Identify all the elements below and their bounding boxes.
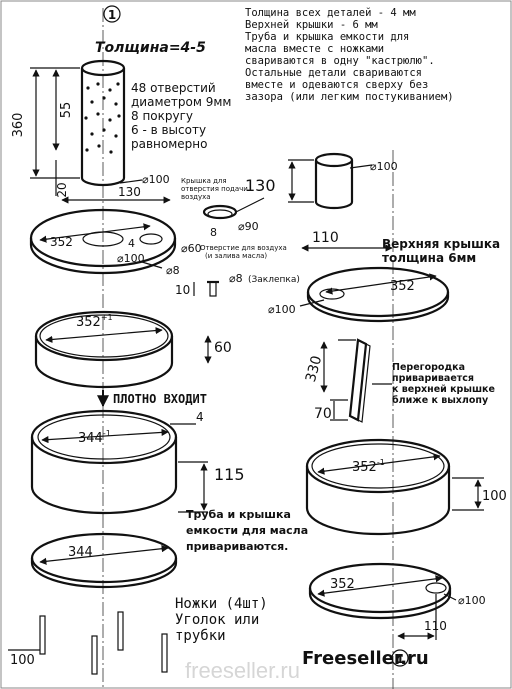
svg-text:Ножки (4шт): Ножки (4шт) bbox=[175, 596, 268, 612]
weld-note: Труба и крышка емкости для масла привари… bbox=[186, 508, 308, 553]
note-line: Остальные детали свариваются bbox=[245, 67, 422, 79]
oil-bottom-plate bbox=[30, 532, 178, 589]
fit-label: ПЛОТНО ВХОДИТ bbox=[113, 392, 207, 406]
top-cover bbox=[306, 266, 450, 323]
note-line: Труба и крышка емкости для bbox=[245, 31, 409, 43]
top-plate-offset-dim: 130 bbox=[118, 185, 141, 199]
partition-height-dim: 70 bbox=[314, 406, 332, 422]
oil-tank-diameter-dim: 344-1 bbox=[78, 429, 111, 446]
chimney-diameter-dim: ⌀100 bbox=[370, 160, 398, 173]
partition-note: Перегородка приваривается к верхней крыш… bbox=[392, 362, 495, 406]
lower-plate-hole-dim: ⌀100 bbox=[458, 594, 486, 607]
note-line: свариваются в одну "кастрюлю". bbox=[245, 55, 435, 67]
svg-text:6 - в высоту: 6 - в высоту bbox=[131, 123, 206, 137]
svg-text:трубки: трубки bbox=[175, 628, 226, 644]
oil-tank-wall-dim: 4 bbox=[196, 410, 204, 424]
lower-plate-offset-dim: 110 bbox=[424, 619, 447, 633]
partition-plate bbox=[348, 338, 371, 423]
chimney-pipe bbox=[314, 152, 354, 210]
tube-bottom-offset-dim: 20 bbox=[55, 182, 69, 197]
tube-height-dim: 360 bbox=[11, 113, 26, 138]
oil-bottom-diameter-dim: 344 bbox=[68, 545, 93, 560]
rivet-label: (Заклепка) bbox=[248, 275, 300, 285]
upper-ring-height-dim: 60 bbox=[214, 340, 232, 356]
note-line: зазора (или легким постукиванием) bbox=[245, 91, 454, 103]
watermark: freeseller.ru bbox=[185, 658, 300, 683]
lower-plate-diameter-dim: 352 bbox=[330, 577, 355, 592]
svg-text:емкости для масла: емкости для масла bbox=[186, 524, 308, 537]
svg-text:Перегородка: Перегородка bbox=[392, 362, 465, 373]
note-line: масла вместе с ножками bbox=[245, 43, 384, 55]
air-cap-diameter-dim: ⌀90 bbox=[238, 220, 259, 233]
oil-tank-height-dim: 115 bbox=[214, 465, 245, 484]
note-line: Верхней крышки - 6 мм bbox=[245, 19, 378, 31]
svg-text:к верхней крышке: к верхней крышке bbox=[392, 384, 495, 395]
air-cap-offset-dim: 130 bbox=[245, 176, 276, 195]
legs-label: Ножки (4шт) Уголок или трубки bbox=[175, 596, 268, 644]
legs bbox=[39, 611, 168, 675]
perforated-tube bbox=[80, 59, 126, 187]
partition-length-dim: 330 bbox=[303, 354, 325, 384]
svg-text:привариваются.: привариваются. bbox=[186, 540, 288, 553]
top-cover-offset-dim: 110 bbox=[312, 230, 339, 246]
svg-text:воздуха: воздуха bbox=[181, 193, 211, 201]
center-hole-dim: ⌀100 bbox=[117, 252, 145, 265]
top-cover-thickness: толщина 6мм bbox=[382, 251, 476, 265]
tube-holes-note: 48 отверстий диаметром 9мм 8 покругу 6 -… bbox=[131, 81, 231, 151]
svg-text:48 отверстий: 48 отверстий bbox=[131, 81, 216, 95]
brand-label: Freeseller.ru bbox=[302, 648, 429, 669]
leg-height-dim: 100 bbox=[10, 653, 35, 668]
rivet-length-dim: 10 bbox=[175, 283, 190, 297]
oil-tank bbox=[30, 409, 178, 515]
svg-text:отверстия подачи: отверстия подачи bbox=[181, 185, 248, 193]
top-cover-title: Верхняя крышка bbox=[382, 237, 500, 251]
air-hole-note: Отверстие для воздуха bbox=[200, 244, 287, 252]
note-line: Толщина всех деталей - 4 мм bbox=[245, 7, 416, 19]
small-hole-dim: ⌀8 bbox=[166, 264, 180, 277]
rivet bbox=[207, 280, 219, 297]
page-number-bottom: 1 bbox=[391, 649, 409, 667]
air-hole-dim: 4 bbox=[128, 237, 135, 250]
general-notes: Толщина всех деталей - 4 мм Верхней крыш… bbox=[245, 7, 454, 103]
upper-ring-diameter-dim: 352+1 bbox=[76, 313, 113, 330]
svg-text:Уголок или: Уголок или bbox=[175, 612, 259, 628]
note-line: вместе и одеваются сверху без bbox=[245, 79, 428, 91]
page-number-top: 1 bbox=[103, 5, 121, 23]
lower-ring-height-dim: 100 bbox=[482, 489, 507, 504]
air-cap bbox=[202, 204, 238, 220]
lower-ring-right bbox=[305, 438, 451, 536]
svg-text:диаметром 9мм: диаметром 9мм bbox=[131, 95, 231, 109]
svg-text:Труба и крышка: Труба и крышка bbox=[186, 508, 291, 521]
air-cap-height-dim: 8 bbox=[210, 226, 217, 239]
air-cap-note: Крышка для отверстия подачи воздуха bbox=[181, 177, 248, 201]
rivet-diameter-dim: ⌀8 bbox=[229, 272, 243, 285]
top-cover-diameter-dim: 352 bbox=[390, 279, 415, 294]
svg-text:приваривается: приваривается bbox=[392, 373, 474, 384]
upper-ring bbox=[34, 310, 174, 389]
tube-thickness-label: Толщина=4-5 bbox=[95, 40, 206, 56]
top-plate-diameter-dim: 352 bbox=[50, 235, 73, 249]
tube-diameter-dim: ⌀100 bbox=[142, 173, 170, 186]
svg-text:1: 1 bbox=[108, 8, 116, 22]
air-hole-diameter-dim: ⌀60 bbox=[181, 242, 202, 255]
svg-text:(и залива масла): (и залива масла) bbox=[205, 252, 267, 260]
tube-holes-zone-dim: 55 bbox=[59, 102, 74, 119]
svg-text:8 покругу: 8 покругу bbox=[131, 109, 193, 123]
svg-text:Крышка для: Крышка для bbox=[181, 177, 227, 185]
top-cover-hole-dim: ⌀100 bbox=[268, 303, 296, 316]
svg-text:ближе к выхлопу: ближе к выхлопу bbox=[392, 395, 489, 406]
svg-text:1: 1 bbox=[396, 652, 404, 666]
svg-text:равномерно: равномерно bbox=[131, 137, 207, 151]
lower-ring-diameter-dim: 352-1 bbox=[352, 458, 385, 475]
